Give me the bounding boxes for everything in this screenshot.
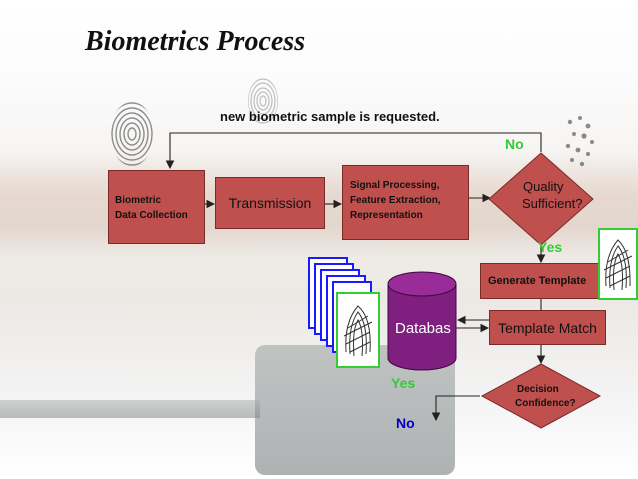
signal-processing-box: Signal Processing, Feature Extraction, R… <box>342 165 469 240</box>
database-cylinder-icon <box>387 271 457 371</box>
quality-diamond <box>488 152 594 246</box>
collection-label-2: Data Collection <box>115 210 188 221</box>
match-label: Template Match <box>498 319 597 336</box>
generate-template-box: Generate Template <box>480 263 600 299</box>
collection-label-1: Biometric <box>115 195 162 206</box>
quality-label-1: Quality <box>523 179 564 194</box>
transmission-label: Transmission <box>228 195 312 211</box>
transmission-box: Transmission <box>215 177 325 229</box>
quality-diamond-text: Quality Sufficient? <box>522 178 582 212</box>
fingerprint-icon <box>110 102 154 166</box>
template-fingerprint-icon <box>598 228 638 300</box>
signal-label-1: Signal Processing, <box>350 180 440 191</box>
slide-title: Biometrics Process <box>85 26 306 57</box>
decision-label-1: Decision <box>517 384 559 395</box>
decision-diamond <box>480 363 602 429</box>
quality-no-label: No <box>505 136 524 152</box>
arrow-quality-no-loop <box>165 132 542 170</box>
fingerprint-icon <box>248 78 278 124</box>
resample-note: new biometric sample is requested. <box>220 109 440 124</box>
template-match-box: Template Match <box>489 310 606 345</box>
template-fingerprint-icon <box>336 292 380 368</box>
quality-label-2: Sufficient? <box>522 196 583 211</box>
fingerprint-icon <box>565 116 594 167</box>
signal-label-3: Representation <box>350 210 423 221</box>
quality-yes-label: Yes <box>538 239 563 255</box>
decision-yes-label: Yes <box>391 375 416 391</box>
database-label: Databas <box>395 320 451 337</box>
decision-no-label: No <box>396 415 415 431</box>
generate-label: Generate Template <box>488 275 587 287</box>
signal-label-2: Feature Extraction, <box>350 195 441 206</box>
decision-label-2: Confidence? <box>515 398 576 409</box>
background-cable <box>0 400 260 418</box>
arrow-decision-no <box>431 395 480 422</box>
decision-diamond-text: Decision Confidence? <box>515 383 576 411</box>
biometric-data-collection-box: Biometric Data Collection <box>108 170 205 244</box>
